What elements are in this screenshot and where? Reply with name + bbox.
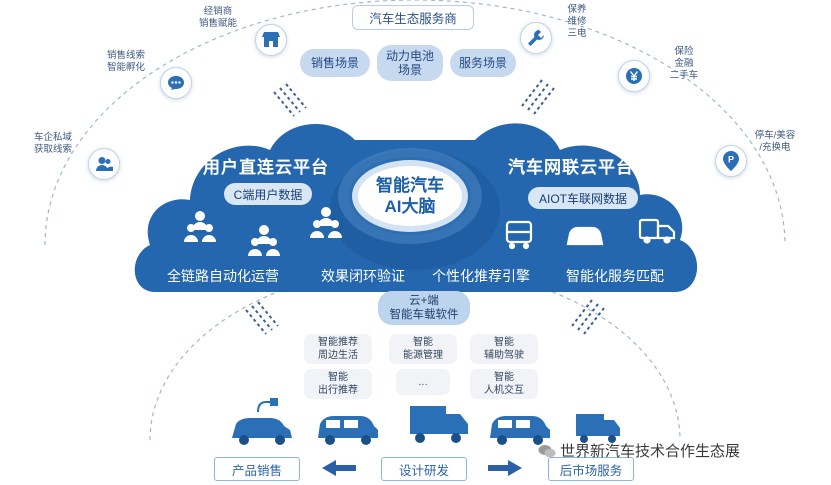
scene-pill-sales: 销售场景 [300, 49, 370, 77]
func-box-more: … [396, 369, 450, 395]
brain-line-2: AI大脑 [384, 197, 436, 216]
feature-closed-loop: 效果闭环验证 [321, 268, 405, 284]
bottom-box-sales: 产品销售 [214, 457, 300, 481]
func-box-travel-recommendation: 智能 出行推荐 [304, 369, 372, 399]
side-label-dealer: 经销商 销售赋能 [198, 6, 237, 29]
edge-software-pill: 云+端 智能车载软件 [378, 291, 470, 325]
scene-pill-service: 服务场景 [450, 49, 516, 77]
vehicle-icons [505, 218, 676, 250]
store-icon [255, 24, 287, 56]
brain-line-1: 智能汽车 [376, 176, 444, 195]
top-connectors [273, 79, 555, 117]
watermark: 世界新汽车技术合作生态展 [538, 440, 740, 461]
left-cloud-title: 用户直连云平台 [203, 158, 329, 177]
users-icon [88, 148, 120, 180]
scene-pill-battery: 动力电池 场景 [377, 45, 443, 81]
side-label-parking: 停车/美容 /充换电 [754, 130, 796, 153]
ecosystem-title: 汽车生态服务商 [352, 5, 474, 30]
bottom-arrows [322, 460, 522, 476]
func-box-life-recommendation: 智能推荐 周边生活 [304, 334, 372, 364]
bottom-box-rnd: 设计研发 [381, 457, 467, 481]
feature-service-matching: 智能化服务匹配 [566, 268, 664, 284]
side-label-insurance: 保险 金融 二手车 [669, 46, 699, 81]
bottom-box-aftermarket: 后市场服务 [548, 457, 634, 481]
bottom-vehicles [232, 398, 620, 445]
chat-icon [160, 67, 192, 99]
yen-icon [618, 60, 650, 92]
left-cloud-subtitle: C端用户数据 [224, 183, 312, 205]
feature-full-link-ops: 全链路自动化运营 [167, 268, 279, 284]
people-icons [184, 207, 342, 256]
feature-recommendation-engine: 个性化推荐引擎 [432, 268, 530, 284]
func-box-energy-management: 智能 能源管理 [389, 334, 457, 364]
side-label-maintenance: 保养 维修 三电 [567, 4, 587, 39]
func-box-assisted-driving: 智能 辅助驾驶 [470, 334, 538, 364]
svg-text:P: P [728, 155, 734, 165]
watermark-text: 世界新汽车技术合作生态展 [560, 443, 741, 460]
func-box-hmi: 智能 人机交互 [470, 369, 538, 399]
ai-brain-core: 智能汽车 AI大脑 [352, 160, 468, 232]
right-cloud-subtitle: AIOT车联网数据 [528, 187, 638, 209]
side-label-private-domain: 车企私域 获取线索 [33, 132, 72, 155]
outer-dashed-arc [44, 0, 786, 246]
wrench-icon [520, 22, 552, 54]
right-cloud-title: 汽车网联云平台 [508, 158, 634, 177]
parking-pin-icon: P [715, 145, 747, 177]
bottom-connectors [245, 299, 605, 335]
wechat-icon [538, 444, 556, 458]
side-label-leads: 销售线索 智能孵化 [106, 50, 145, 73]
